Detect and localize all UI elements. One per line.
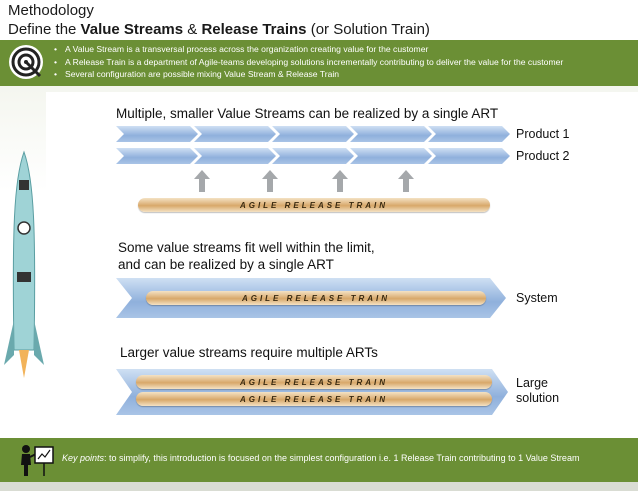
- info-bar: A Value Stream is a transversal process …: [0, 40, 638, 86]
- up-arrow-icon: [262, 170, 278, 192]
- up-arrow-icon: [194, 170, 210, 192]
- label-large: Large: [516, 376, 548, 390]
- art-label: AGILE RELEASE TRAIN: [241, 293, 391, 303]
- stream-segment: [116, 126, 198, 142]
- art-label: AGILE RELEASE TRAIN: [239, 394, 389, 404]
- agile-release-train-bar: AGILE RELEASE TRAIN: [146, 291, 486, 305]
- agile-release-train-bar: AGILE RELEASE TRAIN: [138, 198, 490, 212]
- page-subtitle: Define the Value Streams & Release Train…: [8, 21, 430, 38]
- stream-segment: [272, 148, 354, 164]
- bullet-value-stream: A Value Stream is a transversal process …: [50, 43, 635, 56]
- art-label: AGILE RELEASE TRAIN: [239, 200, 389, 210]
- page-title: Methodology: [8, 2, 94, 19]
- agile-release-train-bar: AGILE RELEASE TRAIN: [136, 375, 492, 389]
- stream-segment: [350, 126, 432, 142]
- stream-segment: [272, 126, 354, 142]
- value-stream-product-2: [116, 148, 506, 164]
- stream-segment: [194, 126, 276, 142]
- stream-segment: [428, 126, 510, 142]
- label-product-2: Product 2: [516, 149, 570, 163]
- title-block: Methodology Define the Value Streams & R…: [8, 2, 430, 39]
- caption-single-art: Multiple, smaller Value Streams can be r…: [116, 106, 499, 121]
- caption-multiple-arts: Larger value streams require multiple AR…: [120, 345, 378, 360]
- agile-release-train-bar: AGILE RELEASE TRAIN: [136, 392, 492, 406]
- definition-list: A Value Stream is a transversal process …: [50, 43, 635, 81]
- presenter-icon: [21, 445, 54, 476]
- up-arrow-icon: [398, 170, 414, 192]
- stream-segment: [428, 148, 510, 164]
- key-points-bar: Key points: to simplify, this introducti…: [0, 438, 638, 482]
- stream-segment: [350, 148, 432, 164]
- art-label: AGILE RELEASE TRAIN: [239, 377, 389, 387]
- up-arrow-icon: [332, 170, 348, 192]
- release-train-diagram: Multiple, smaller Value Streams can be r…: [46, 92, 638, 438]
- stream-segment: [116, 148, 198, 164]
- target-icon: [9, 45, 43, 79]
- value-stream-product-1: [116, 126, 506, 142]
- label-system: System: [516, 291, 558, 305]
- rocket-icon: [4, 150, 44, 378]
- footer-strip: [0, 482, 638, 491]
- caption-fit-limit-line-1: Some value streams fit well within the l…: [118, 240, 375, 255]
- bullet-release-train: A Release Train is a department of Agile…: [50, 56, 635, 69]
- label-product-1: Product 1: [516, 127, 570, 141]
- caption-fit-limit-line-2: and can be realized by a single ART: [118, 257, 334, 272]
- key-points-text: Key points: to simplify, this introducti…: [62, 453, 580, 463]
- label-solution: solution: [516, 391, 560, 405]
- stream-segment: [194, 148, 276, 164]
- bullet-configuration: Several configuration are possible mixin…: [50, 68, 635, 81]
